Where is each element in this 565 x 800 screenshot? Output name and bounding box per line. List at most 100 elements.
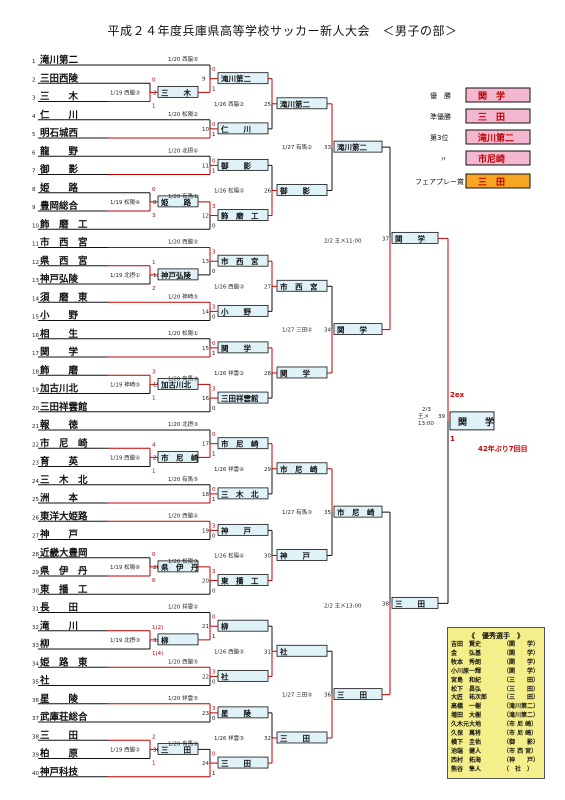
team-number: 5: [32, 132, 36, 138]
score-top: 0: [212, 341, 216, 347]
best-player-team: （市 西 宮）: [503, 747, 538, 755]
result-team: 滝川第二: [478, 132, 514, 144]
match-number: 26: [264, 188, 271, 194]
team-name: 相 生: [40, 328, 79, 340]
final-date: 2/3: [422, 407, 431, 413]
match-date: 1/19 西脇④: [110, 454, 140, 461]
best-player-name: 小川原一輝: [451, 667, 482, 675]
match-date: 1/20 西脇⑤: [168, 56, 198, 63]
match-number: 22: [153, 455, 160, 461]
score-bottom: 1: [212, 771, 216, 777]
team-number: 25: [32, 497, 39, 503]
winner-name: 滝川第二: [337, 142, 367, 152]
team-name: 柳: [40, 638, 50, 650]
team-number: 18: [32, 369, 39, 375]
best-player-row: 大匠 祐次郎（三 田）: [448, 694, 544, 703]
score-bottom: 1: [212, 634, 216, 640]
best-player-row: 西村 拓海（神 戸）: [448, 757, 544, 766]
winner-name: 県 伊 丹: [161, 562, 199, 572]
result-label: フェアプレー賞: [415, 177, 464, 186]
best-player-name: 宮島 和紀: [451, 676, 482, 684]
team-number: 37: [32, 716, 39, 722]
team-name: 三 木 北: [40, 474, 88, 486]
match-date: 1/26 祥雲⑤: [214, 734, 244, 742]
team-number: 1: [32, 59, 36, 65]
team-name: 御 影: [39, 164, 79, 176]
match-date: 1/26 西脇②: [214, 101, 244, 108]
team-name: 神戸科技: [40, 766, 79, 778]
team-name: 東 播 工: [39, 583, 88, 595]
match-number: 21: [202, 624, 209, 630]
match-date: 1/26 松陽②: [214, 186, 244, 194]
score-top: 0: [212, 158, 216, 164]
best-player-name: 久木元大地: [451, 721, 482, 729]
team-number: 21: [32, 424, 39, 430]
score-top: 3: [212, 523, 216, 529]
team-name: 明石城西: [40, 127, 79, 139]
match-number: 19: [202, 528, 209, 534]
match-number: 12: [153, 273, 160, 279]
score-top: 0: [152, 187, 156, 193]
team-number: 40: [32, 771, 39, 777]
best-players-list: 吉田 賢史（関 学）金 弘基（関 学）牧本 秀朗（関 学）小川原一輝（関 学）宮…: [448, 641, 544, 775]
final-time: 13:00: [418, 421, 434, 427]
best-player-name: 熊谷 隼人: [451, 765, 482, 773]
match-number: 12: [202, 214, 209, 220]
score-bottom: 2: [152, 286, 156, 292]
winner-name: 三 田: [395, 599, 425, 608]
score-top: 1: [152, 260, 156, 266]
final-score-winner: 2ex: [450, 391, 465, 399]
match-number: 13: [202, 259, 209, 265]
match-number: 25: [264, 102, 271, 108]
score-bottom: 0: [212, 716, 216, 722]
match-number: 37: [382, 236, 389, 242]
match-date: 1/26 祥雲②: [214, 369, 244, 377]
score-bottom: 1: [212, 86, 216, 92]
best-player-row: 横下 圭佑（御 影）: [448, 739, 544, 748]
best-player-team: （市 尼 崎）: [503, 721, 538, 729]
team-name: 県 西 宮: [40, 255, 88, 267]
team-number: 4: [32, 114, 36, 120]
team-number: 23: [32, 461, 39, 467]
score-top: 1(2): [152, 625, 163, 631]
team-name: 星 陵: [40, 693, 79, 705]
match-number: 29: [264, 467, 271, 473]
score-bottom: 3: [152, 213, 156, 219]
team-number: 14: [32, 296, 39, 302]
score-bottom: 1: [152, 469, 156, 475]
best-player-team: （関 学）: [503, 658, 540, 666]
best-player-row: 宮島 和紀（三 田）: [448, 677, 544, 686]
match-number: 35: [324, 510, 331, 516]
winner-name: 加古川北: [160, 379, 191, 389]
best-player-name: 吉田 賢史: [451, 641, 482, 648]
match-number: 20: [202, 579, 209, 585]
best-player-row: 松下 昌弘（三 田）: [448, 686, 544, 695]
team-number: 29: [32, 570, 39, 576]
winner-name: 市 尼 崎: [280, 464, 318, 474]
match-number: 28: [264, 371, 271, 377]
winner-name: 三 木 北: [221, 489, 259, 499]
match-date: 1/20 有馬②: [168, 739, 198, 747]
best-player-name: 高橋 一樹: [451, 703, 482, 711]
team-number: 8: [32, 187, 36, 193]
champion-note: 42年ぶり7回目: [478, 444, 528, 453]
score-bottom: 1: [212, 132, 216, 138]
final-venue: 王メ: [418, 413, 429, 420]
team-name: 洲 本: [40, 492, 79, 504]
team-number: 19: [32, 388, 39, 394]
team-name: 加古川北: [39, 383, 79, 395]
team-number: 15: [32, 315, 39, 321]
score-top: 0: [152, 77, 156, 83]
match-date: 1/20 有馬③: [168, 374, 198, 382]
team-name: 育 英: [40, 456, 79, 468]
winner-name: 神戸弘陵: [161, 270, 191, 280]
team-number: 16: [32, 333, 39, 339]
winner-name: 三 田: [337, 691, 367, 700]
winner-name: 三 田: [161, 745, 191, 754]
winner-name: 飾 磨 工: [221, 211, 259, 221]
match-date: 1/20 神崎⑤: [168, 292, 198, 300]
match-number: 17: [202, 442, 209, 448]
team-name: 東洋大姫路: [39, 510, 88, 522]
match-number: 31: [264, 649, 271, 655]
match-date: 1/27 三田③: [282, 692, 312, 699]
